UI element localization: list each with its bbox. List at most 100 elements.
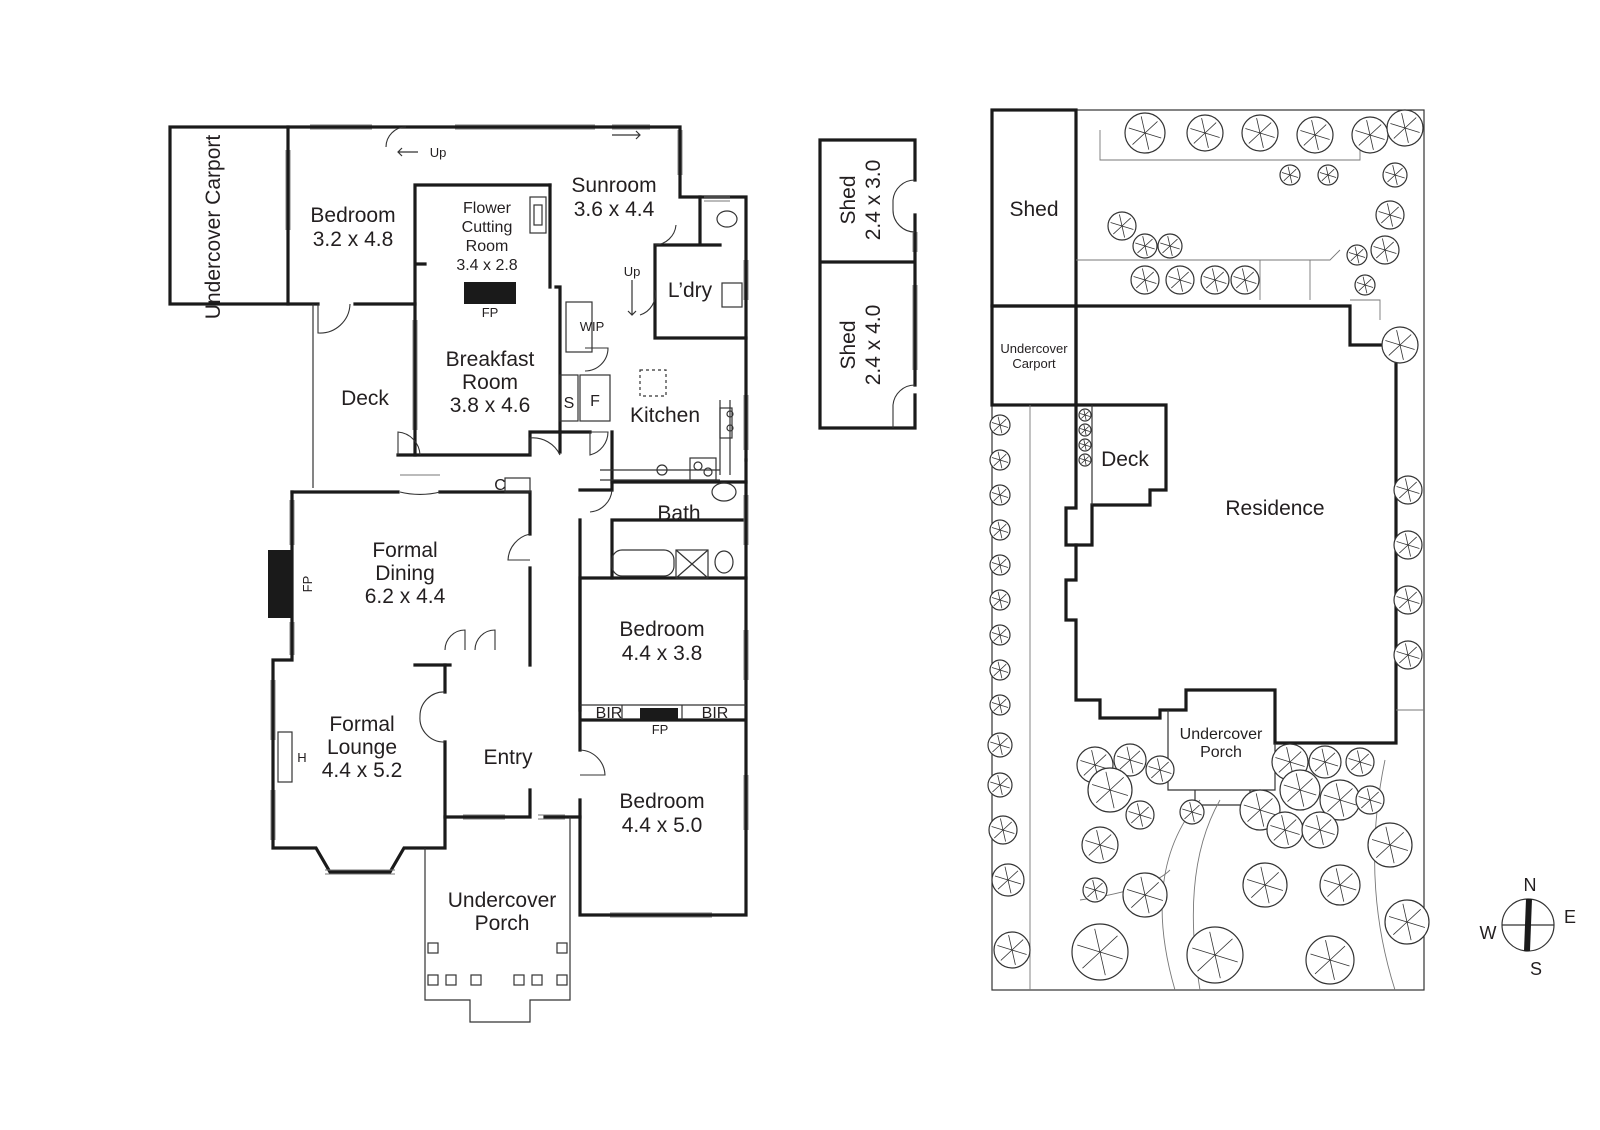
tree-42 [1301,811,1339,849]
tree-10 [1375,200,1405,230]
house-labels: Undercover Carport Bedroom 3.2 x 4.8 Flo… [202,135,728,935]
tree-11 [1370,235,1400,265]
tree-9 [1382,162,1408,188]
tree-54 [989,519,1011,541]
shed-windows [912,232,918,370]
tree-6 [1386,109,1424,147]
tree-21 [1354,274,1376,296]
tree-63 [991,863,1025,897]
tree-65 [1078,408,1092,422]
fireplace-breakfast [464,282,516,304]
dining-line1: Formal [372,539,437,562]
site-deck-label: Deck [1101,448,1149,471]
sunroom-size: 3.6 x 4.4 [574,198,655,221]
tree-50 [1122,872,1168,918]
dining-line2: Dining [375,562,435,585]
bath-walls [610,518,748,580]
stair-arrows [397,130,641,316]
tree-23 [1393,530,1423,560]
tree-13 [1132,233,1158,259]
bir-divider [580,704,746,720]
site-deck-outline [1074,403,1168,547]
tree-57 [989,624,1011,646]
tree-1 [1124,112,1166,154]
tree-18 [1230,265,1260,295]
shed-1-size: 2.4 x 3.0 [862,160,885,241]
tree-47 [1071,923,1129,981]
site-residence-label: Residence [1225,497,1324,520]
bedroom-1-size: 3.2 x 4.8 [313,228,394,251]
compass-s: S [1530,959,1542,979]
bath-label: Bath [657,502,700,525]
west-walls [271,490,472,874]
flower-room-line2: Cutting [462,219,513,236]
lounge-size: 4.4 x 5.2 [322,759,403,782]
tree-12 [1107,211,1137,241]
lounge-line1: Formal [329,713,394,736]
site-plan: Shed Undercover Carport Deck Residence U… [987,108,1430,991]
tree-59 [989,694,1011,716]
heater-h: H [297,750,306,765]
tree-25 [1393,640,1423,670]
breakfast-line2: Room [462,371,518,394]
site-porch-line2: Porch [1200,744,1242,761]
tree-56 [989,589,1011,611]
tree-66 [1078,423,1092,437]
carport-outline [168,125,290,306]
heater-lounge [277,731,293,783]
porch-outline [424,817,571,1023]
shed-2-name: Shed [837,320,860,369]
linen-c: C [494,477,506,494]
bedroom-3-name: Bedroom [619,790,704,813]
tree-67 [1078,438,1092,452]
breakfast-size: 3.8 x 4.6 [450,394,531,417]
north-wing-walls [286,125,748,462]
tree-39 [1355,785,1385,815]
wip-label: WIP [580,319,605,334]
tree-22 [1393,475,1423,505]
site-boundary [991,109,1425,991]
tree-16 [1165,265,1195,295]
tree-36 [1345,747,1375,777]
flower-room-walls [396,183,552,457]
tree-17 [1200,265,1230,295]
tree-20 [1346,244,1368,266]
bir-left: BIR [596,705,623,722]
compass-needle [1524,899,1532,951]
entry-label: Entry [483,746,533,769]
tree-7 [1279,164,1301,186]
breakfast-kitchen-walls [413,430,748,484]
compass-e: E [1564,907,1576,927]
tree-35 [1308,745,1342,779]
tree-32 [1082,877,1108,903]
flower-room-line3: Room [466,238,509,255]
tree-51 [989,414,1011,436]
deck-label: Deck [341,387,389,410]
tree-45 [1319,864,1361,906]
porch-line2: Porch [475,912,530,935]
flower-room-line1: Flower [463,200,512,217]
tree-14 [1157,233,1183,259]
tree-33 [1179,799,1205,825]
tree-58 [989,659,1011,681]
up-upper: Up [430,145,447,160]
tree-46 [1384,899,1430,945]
tree-15 [1130,265,1160,295]
tree-3 [1241,114,1279,152]
compass-w: W [1480,923,1497,943]
fixtures [504,196,743,579]
site-carport-line2: Carport [1012,356,1056,371]
breakfast-line1: Breakfast [446,348,535,371]
laundry-name: L’dry [668,279,713,302]
tree-68 [1078,453,1092,467]
windows [270,124,749,918]
sunroom-laundry-walls [548,183,748,434]
tree-2 [1186,114,1224,152]
entry-walls [468,788,582,819]
tree-37 [1279,769,1321,811]
fp-dining: FP [300,576,315,593]
shed-doors [892,179,916,428]
house-floor-plan [168,124,749,1023]
bedroom-1-name: Bedroom [310,204,395,227]
